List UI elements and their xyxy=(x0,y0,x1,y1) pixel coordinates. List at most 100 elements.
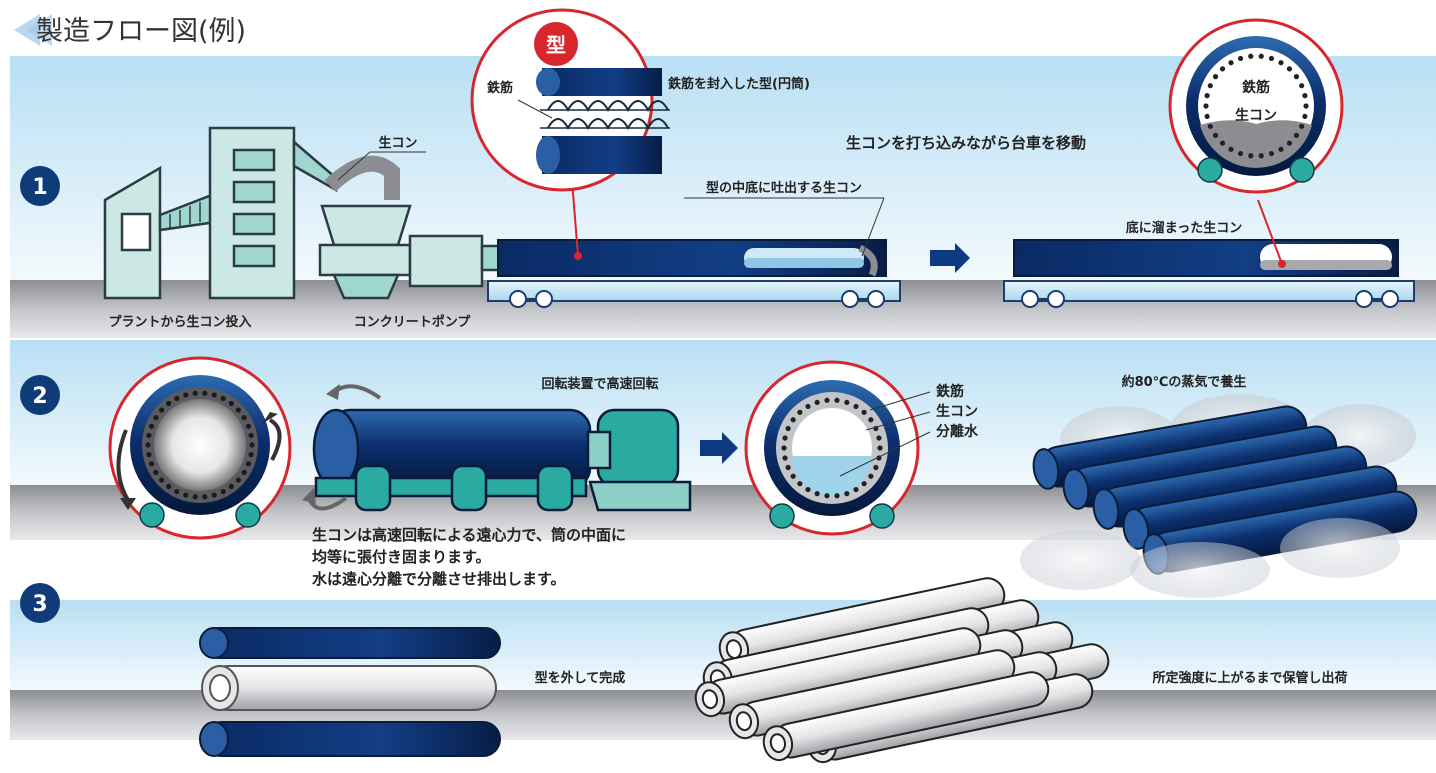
rebar-dot xyxy=(834,493,840,499)
rebar-dot xyxy=(805,486,811,493)
rebar-dot xyxy=(235,477,242,483)
rebar-dot xyxy=(145,442,151,448)
rebar-dot xyxy=(1219,140,1226,146)
title-arrow-icon-2 xyxy=(26,14,52,46)
label-discharge: 型の中底に吐出する生コン xyxy=(706,180,862,196)
mold-badge: 型 xyxy=(546,33,566,57)
rebar-dot xyxy=(1258,53,1264,59)
rebar-dot xyxy=(148,461,155,467)
rebar-dot xyxy=(245,423,252,429)
rebar-dot xyxy=(183,492,189,498)
rebar-dot xyxy=(844,491,850,497)
rebar-dot xyxy=(211,492,217,498)
rebar-zoom-callout: 型 xyxy=(470,8,670,192)
rebar-dot xyxy=(834,397,840,403)
rebar-dot xyxy=(805,403,811,410)
step-number-1: 1 xyxy=(32,175,47,200)
step-badge-2: 2 xyxy=(20,375,60,415)
label-plant: プラントから生コン投入 xyxy=(108,314,251,330)
rebar-dot xyxy=(824,397,830,403)
rebar-dot xyxy=(148,423,155,429)
rebar-dot xyxy=(1278,60,1284,66)
rebar-dot xyxy=(1299,123,1305,129)
pipe-stack-icon xyxy=(694,577,1110,764)
rebar-dot xyxy=(1286,140,1293,146)
rebar-dot xyxy=(1237,55,1244,62)
rebar-dot xyxy=(1204,113,1210,119)
rebar-dot xyxy=(1212,74,1219,80)
rebar-dot xyxy=(790,473,796,479)
label-rebar-1: 鉄筋 xyxy=(487,80,513,96)
cross-section-callout-1 xyxy=(1168,18,1344,194)
rebar-dot xyxy=(202,390,208,396)
steam-curing-pipes xyxy=(1020,394,1418,598)
label-moving: 生コンを打ち込みながら台車を移動 xyxy=(846,134,1086,152)
rebar-dot xyxy=(844,399,850,405)
label-spin: 回転装置で高速回転 xyxy=(541,376,658,392)
step-number-3: 3 xyxy=(32,592,47,617)
rebar-dot xyxy=(158,477,165,483)
rebar-dot xyxy=(1293,132,1300,138)
rebar-dot xyxy=(1207,123,1213,129)
arrow-right-icon-2 xyxy=(700,432,738,464)
rebar-dot xyxy=(192,390,198,396)
rebar-dot xyxy=(877,445,883,451)
rebar-dot xyxy=(873,464,879,471)
rebar-dot xyxy=(1268,55,1275,62)
rebar-dot xyxy=(814,491,820,497)
rebar-dot xyxy=(1299,83,1305,89)
rebar-dot xyxy=(153,469,159,475)
rebar-dot xyxy=(797,409,803,415)
rebar-dot xyxy=(146,432,152,439)
rebar-dot xyxy=(245,461,252,467)
rebar-dot xyxy=(174,488,180,495)
label-storage: 所定強度に上がるまで保管し出荷 xyxy=(1152,670,1347,686)
rebar-dot xyxy=(241,469,247,475)
desc-line-2: 均等に張付き固まります。 xyxy=(312,548,491,566)
rebar-dot xyxy=(861,409,867,415)
rebar-dot xyxy=(192,494,198,500)
rebar-dot xyxy=(781,445,787,451)
spinning-cross-section xyxy=(108,356,292,540)
zoom-leader-2 xyxy=(1257,199,1283,265)
rebar-dot xyxy=(1268,150,1275,157)
step-badge-1: 1 xyxy=(20,166,60,206)
rebar-dot xyxy=(782,455,788,461)
rebar-dot xyxy=(153,415,159,421)
page-title-text: 製造フロー図(例) xyxy=(36,16,246,47)
rebar-dot xyxy=(785,425,791,432)
rebar-dot xyxy=(1212,132,1219,138)
label-settled: 底に溜まった生コン xyxy=(1126,220,1242,236)
rebar-dot xyxy=(1278,146,1284,152)
label-demold: 型を外して完成 xyxy=(535,670,626,686)
rebar-dot xyxy=(211,392,217,398)
rebar-dot xyxy=(814,399,820,405)
stacked-pipe xyxy=(762,671,1050,762)
rebar-dot xyxy=(174,395,180,402)
rebar-dot xyxy=(853,403,859,410)
legend-water: 分離水 xyxy=(936,423,979,440)
rebar-dot xyxy=(220,488,226,495)
rebar-dot xyxy=(183,392,189,398)
rebar-dot xyxy=(861,481,867,487)
mold-cart-1 xyxy=(487,239,901,308)
rebar-dot xyxy=(782,435,788,441)
rebar-dot xyxy=(158,407,165,413)
rebar-dot xyxy=(1248,53,1254,59)
mold-cart-2 xyxy=(1003,239,1415,308)
rebar-dot xyxy=(1302,113,1308,119)
rebar-dot xyxy=(241,415,247,421)
demolded-pipe-icon xyxy=(199,627,501,757)
rebar-dot xyxy=(1293,74,1300,80)
rebar-dot xyxy=(790,417,796,423)
rebar-dot xyxy=(249,442,255,448)
arrow-right-icon xyxy=(930,243,970,273)
spinning-machine-icon xyxy=(312,408,692,512)
desc-line-3: 水は遠心分離で分離させ排出します。 xyxy=(312,570,566,588)
label-steam: 約80℃の蒸気で養生 xyxy=(1122,374,1247,390)
rebar-dot xyxy=(868,473,874,479)
rebar-dot xyxy=(824,493,830,499)
step-badge-3: 3 xyxy=(20,583,60,623)
rebar-dot xyxy=(220,395,226,402)
